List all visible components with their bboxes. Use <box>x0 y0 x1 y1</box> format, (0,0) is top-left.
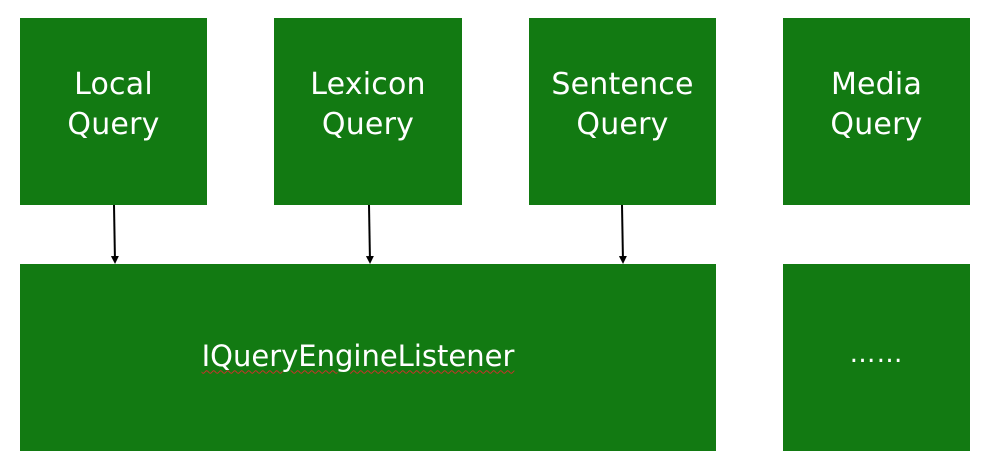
arrow-sentence-to-listener <box>618 204 627 264</box>
more-items-label: …… <box>849 338 904 369</box>
lexicon-query-box: Lexicon Query <box>274 18 462 205</box>
more-items-box: …… <box>783 264 970 451</box>
query-engine-listener-label: IQueryEngineListener <box>201 338 515 373</box>
local-query-label: Local Query <box>67 66 160 142</box>
local-query-box: Local Query <box>20 18 207 205</box>
media-query-label: Media Query <box>830 66 923 142</box>
sentence-query-label: Sentence Query <box>551 66 694 142</box>
sentence-query-box: Sentence Query <box>529 18 716 205</box>
arrow-lexicon-to-listener <box>365 204 374 264</box>
query-engine-listener-box: IQueryEngineListener <box>20 264 716 451</box>
lexicon-query-label: Lexicon Query <box>310 66 426 142</box>
arrow-local-to-listener <box>110 204 119 264</box>
media-query-box: Media Query <box>783 18 970 205</box>
